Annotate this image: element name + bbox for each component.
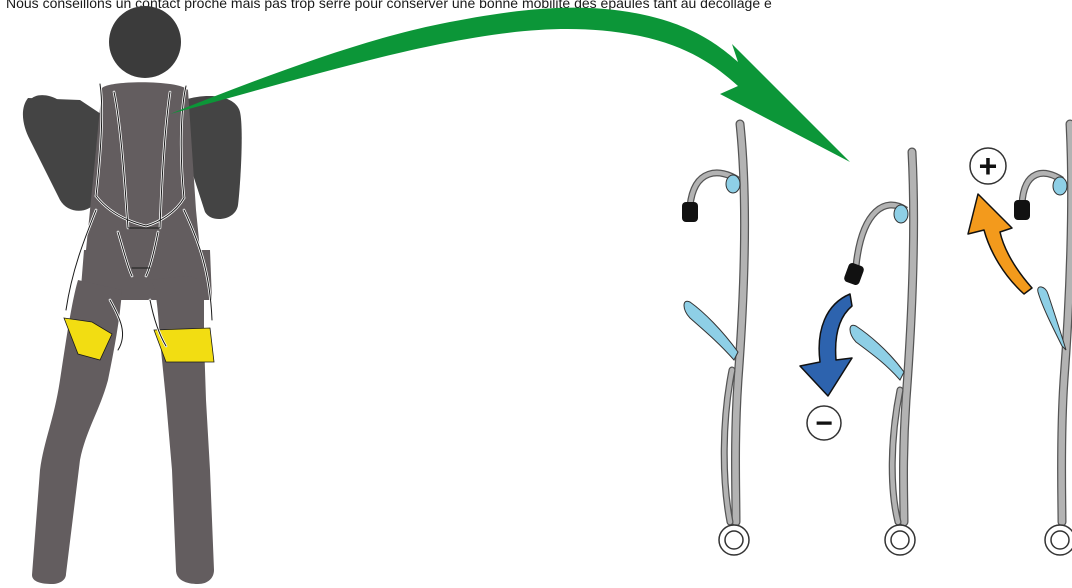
- plus-sign-badge: +: [969, 147, 1007, 185]
- increase-arrow: [967, 193, 1033, 295]
- plus-sign: +: [979, 148, 998, 184]
- head: [109, 6, 181, 78]
- right-arm: [184, 96, 242, 220]
- minus-sign: −: [815, 407, 833, 440]
- riser-strap-3: [1014, 119, 1072, 556]
- pilot-figure: [22, 6, 242, 584]
- torso: [86, 82, 201, 300]
- left-harness-accent: [63, 317, 113, 361]
- right-harness-accent: [153, 327, 215, 363]
- minus-sign-badge: −: [806, 405, 842, 441]
- left-arm-upper: [30, 95, 92, 208]
- riser-strap-1: [682, 119, 750, 556]
- green-curved-arrow: [170, 7, 850, 163]
- caption-text: Nous conseillons un contact proche mais …: [6, 0, 772, 11]
- right-leg: [150, 276, 214, 584]
- riser-strap-2: [844, 147, 919, 556]
- decrease-arrow: [799, 293, 853, 397]
